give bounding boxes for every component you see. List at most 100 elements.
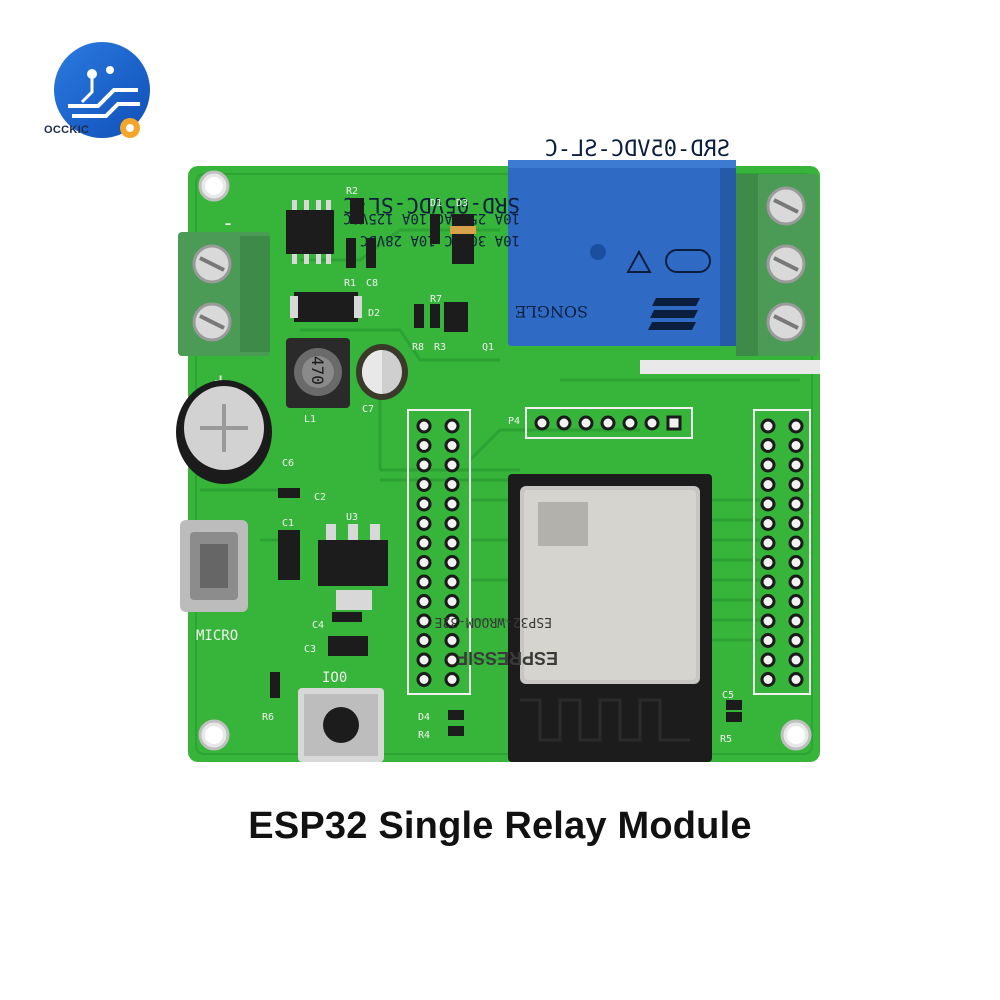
header-pin: [444, 438, 460, 453]
header-pin: [788, 613, 804, 629]
header-pin: [788, 457, 804, 473]
silk-label-r1: R1: [344, 278, 356, 289]
header-pin: [788, 535, 804, 551]
header-pin: [788, 555, 804, 570]
micro-label: MICRO: [196, 628, 238, 644]
silk-label-c7: C7: [362, 404, 374, 415]
header-pin: [760, 672, 776, 687]
header-pin: [444, 477, 460, 492]
module-maker: ESPRESSIF: [457, 648, 558, 668]
warning-triangle-icon: [626, 249, 652, 273]
header-pin: [444, 418, 460, 434]
minus-label: -: [222, 211, 234, 235]
header-pin: [444, 652, 460, 668]
silk-label-q1: Q1: [482, 342, 494, 353]
cqc-mark: [665, 249, 711, 273]
header-pin: [444, 672, 460, 687]
silk-label-d2: D2: [368, 308, 380, 319]
brand-logo: [54, 42, 150, 138]
header-pin: [760, 652, 776, 668]
header-pin: [760, 574, 776, 590]
gear-icon: [120, 118, 140, 138]
capacitor-c6: [176, 380, 272, 484]
relay-markings: SRD-05VDC-SL-C: [545, 137, 730, 162]
header-pin: [416, 633, 432, 648]
capacitor-c7: [356, 344, 408, 400]
silk-label-d3: D3: [456, 198, 468, 209]
relay-brand: SONGLE: [515, 302, 588, 321]
header-pin: [760, 457, 776, 473]
relay-model-text: SRD-05VDC-SL-C: [343, 193, 520, 217]
inductor-l1: [286, 338, 350, 408]
diode-d2: [294, 292, 358, 322]
header-pin: [416, 496, 432, 512]
header-pin: [788, 438, 804, 453]
soic8-chip: [286, 200, 334, 264]
module-name: ESP32-WROOM-32E: [435, 614, 552, 629]
header-pin: [788, 652, 804, 668]
relay-model: SRD-05VDC-SL-C: [545, 137, 730, 162]
silk-label-p4: P4: [508, 416, 520, 427]
header-pin: [444, 496, 460, 512]
header-pin: [444, 555, 460, 570]
io0-button: [298, 688, 384, 762]
header-pin: [760, 594, 776, 609]
silk-label-r7: R7: [430, 294, 442, 305]
header-pin: [760, 633, 776, 648]
silk-label-u3: U3: [346, 512, 358, 523]
silk-label-c2: C2: [314, 492, 326, 503]
silk-label-r2: R2: [346, 186, 358, 197]
silk-label-l1: L1: [304, 414, 316, 425]
header-pin: [788, 477, 804, 492]
header-pin: [760, 535, 776, 551]
header-pin: [760, 496, 776, 512]
header-pin: [444, 535, 460, 551]
header-right: [753, 409, 811, 695]
header-p4: [525, 407, 693, 439]
songle-logo-icon: [648, 298, 700, 330]
header-pin: [416, 438, 432, 453]
header-pin: [444, 516, 460, 531]
silk-label-c5: C5: [722, 690, 734, 701]
silk-label-d4: D4: [418, 712, 430, 723]
relay-mark-circle: [590, 244, 606, 260]
mounting-holes: [198, 170, 812, 751]
io0-label: IO0: [322, 670, 347, 686]
silk-label-c6: C6: [282, 458, 294, 469]
header-pin: [760, 555, 776, 570]
relay-terminal-block: [736, 174, 818, 356]
silk-label-c1: C1: [282, 518, 294, 529]
header-pin: [416, 574, 432, 590]
silk-label-c4: C4: [312, 620, 324, 631]
header-pin: [444, 574, 460, 590]
regulator-u3: [318, 524, 388, 610]
power-terminal-block: [178, 232, 270, 356]
silk-label-r3: R3: [434, 342, 446, 353]
silk-label-d1: D1: [430, 198, 442, 209]
header-pin: [444, 594, 460, 609]
esp32-module: [508, 474, 712, 762]
header-pin: [416, 418, 432, 434]
brand-name: OCCKIC: [44, 124, 90, 136]
header-pin: [416, 652, 432, 668]
header-pin: [760, 477, 776, 492]
header-pin: [416, 457, 432, 473]
header-pin: [788, 672, 804, 687]
header-pin: [416, 672, 432, 687]
header-pin: [788, 418, 804, 434]
caption: ESP32 Single Relay Module: [248, 805, 752, 847]
header-pin: [416, 613, 432, 629]
silk-label-c8: C8: [366, 278, 378, 289]
header-pin: [788, 633, 804, 648]
header-pin: [416, 516, 432, 531]
inductor-value: 470: [308, 356, 327, 385]
header-pin: [760, 418, 776, 434]
header-left: [407, 409, 471, 695]
silk-label-r5: R5: [720, 734, 732, 745]
header-pin: [788, 516, 804, 531]
silk-label-c3: C3: [304, 644, 316, 655]
header-pin: [444, 457, 460, 473]
header-pin: [416, 555, 432, 570]
micro-usb-port: [180, 520, 248, 612]
